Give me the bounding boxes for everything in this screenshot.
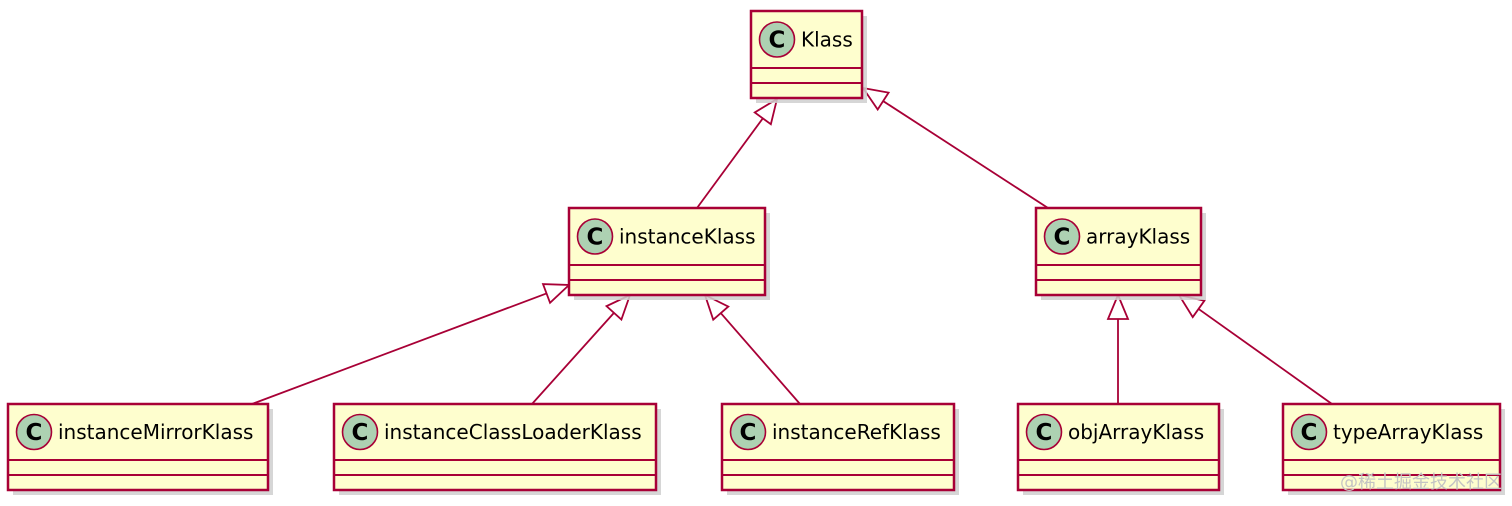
class-name-label: instanceKlass	[619, 225, 756, 249]
class-badge-letter: C	[769, 28, 786, 54]
inheritance-edge-instance-klass	[696, 97, 779, 209]
class-badge-icon	[1290, 413, 1328, 451]
class-badge-icon	[758, 21, 796, 58]
inheritance-arrowhead-icon	[1106, 292, 1130, 320]
edge-line	[531, 312, 615, 405]
edge-line	[1198, 308, 1333, 405]
class-badge-icon	[341, 413, 379, 451]
class-name-label: instanceRefKlass	[772, 420, 941, 444]
class-badge-letter: C	[1054, 225, 1071, 251]
class-badge-letter: C	[352, 420, 369, 446]
edge-line	[720, 312, 801, 405]
class-badge-letter: C	[587, 225, 604, 251]
inheritance-edge-instance-mirror-klass	[251, 283, 572, 405]
class-badge-icon	[729, 413, 767, 451]
class-badge-letter: C	[1036, 420, 1053, 446]
class-node-klass[interactable]: C Klass	[749, 9, 867, 103]
edge-line	[882, 100, 1049, 209]
edge-line	[696, 117, 764, 209]
class-name-label: instanceClassLoaderKlass	[384, 420, 642, 444]
class-node-box	[332, 402, 658, 492]
class-badge-letter: C	[1301, 420, 1318, 446]
inheritance-edge-instance-class-loader-klass	[531, 293, 632, 405]
watermark-text: @稀土掘金技术社区	[1340, 472, 1502, 493]
class-name-label: objArrayKlass	[1068, 420, 1204, 444]
edge-line	[251, 292, 547, 405]
inheritance-arrowhead-icon	[541, 283, 572, 305]
class-badge-icon	[576, 218, 614, 255]
inheritance-edge-array-klass	[861, 86, 1049, 209]
inheritance-edge-type-array-klass	[1177, 293, 1333, 405]
class-name-label: arrayKlass	[1086, 225, 1190, 249]
class-badge-letter: C	[740, 420, 757, 446]
class-name-label: Klass	[801, 28, 853, 52]
class-badge-icon	[1043, 218, 1081, 255]
inheritance-edge-obj-array-klass	[1106, 292, 1130, 404]
inheritance-arrowhead-icon	[753, 97, 779, 126]
class-badge-letter: C	[26, 420, 43, 446]
inheritance-arrowhead-icon	[861, 86, 891, 112]
class-name-label: typeArrayKlass	[1333, 420, 1483, 444]
inheritance-edges	[251, 86, 1333, 405]
inheritance-arrowhead-icon	[604, 293, 632, 322]
inheritance-edge-instance-ref-klass	[703, 293, 801, 405]
inheritance-arrowhead-icon	[703, 293, 730, 322]
class-badge-icon	[1025, 413, 1063, 451]
class-name-label: instanceMirrorKlass	[58, 420, 253, 444]
class-node-box	[6, 402, 270, 492]
class-badge-icon	[15, 413, 53, 451]
